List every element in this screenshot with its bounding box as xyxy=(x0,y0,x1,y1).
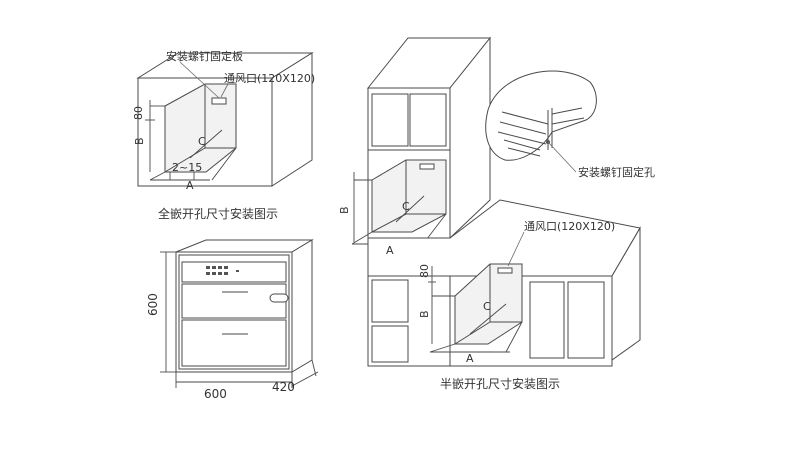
dim-depth: 420 xyxy=(272,380,295,394)
dim-c: C xyxy=(198,135,206,148)
label-vent: 通风口(120X120) xyxy=(224,72,315,85)
control-button-icon xyxy=(218,272,222,275)
dim-height: 600 xyxy=(146,293,160,316)
indicator-light-icon xyxy=(236,270,239,272)
lower-drawer xyxy=(181,319,287,367)
dim-a: A xyxy=(186,179,194,192)
lower-door-left-bottom xyxy=(371,325,409,363)
upper-door-left xyxy=(371,93,409,147)
control-button-icon xyxy=(212,266,216,269)
upper-mount-plate-icon xyxy=(419,163,435,170)
upper-dim-a: A xyxy=(386,244,394,257)
label-vent-half: 通风口(120X120) xyxy=(524,220,615,233)
lower-door-left xyxy=(371,279,409,323)
right-door-1 xyxy=(529,281,565,359)
half-embed-cabinet xyxy=(351,36,641,367)
side-vent-icon xyxy=(269,293,289,303)
caption-full-embed: 全嵌开孔尺寸安装图示 xyxy=(158,206,278,221)
lower-vent-icon xyxy=(497,267,513,274)
dim-width: 600 xyxy=(204,387,227,401)
caption-half-embed: 半嵌开孔尺寸安装图示 xyxy=(440,376,560,391)
right-door-2 xyxy=(567,281,605,359)
upper-door-right xyxy=(409,93,447,147)
control-button-icon xyxy=(206,266,210,269)
label-mount-plate: 安装螺钉固定板 xyxy=(166,49,243,63)
dim-b: B xyxy=(133,137,146,145)
lower-dim-c: C xyxy=(483,300,491,313)
lower-dim-b: B xyxy=(418,310,431,318)
control-button-icon xyxy=(212,272,216,275)
full-embed-cabinet xyxy=(136,52,314,187)
lower-dim-80: 80 xyxy=(418,264,431,278)
upper-dim-b: B xyxy=(338,206,351,214)
control-button-icon xyxy=(218,266,222,269)
dim-2-15: 2~15 xyxy=(172,161,202,174)
lower-dim-a: A xyxy=(466,352,474,365)
upper-dim-c: C xyxy=(402,200,410,213)
control-button-icon xyxy=(206,272,210,275)
control-button-icon xyxy=(224,266,228,269)
dim-80: 80 xyxy=(132,106,145,120)
mount-plate-icon xyxy=(211,97,227,105)
label-mount-hole: 安装螺钉固定孔 xyxy=(578,165,655,179)
product-appliance xyxy=(160,239,319,388)
control-button-icon xyxy=(224,272,228,275)
